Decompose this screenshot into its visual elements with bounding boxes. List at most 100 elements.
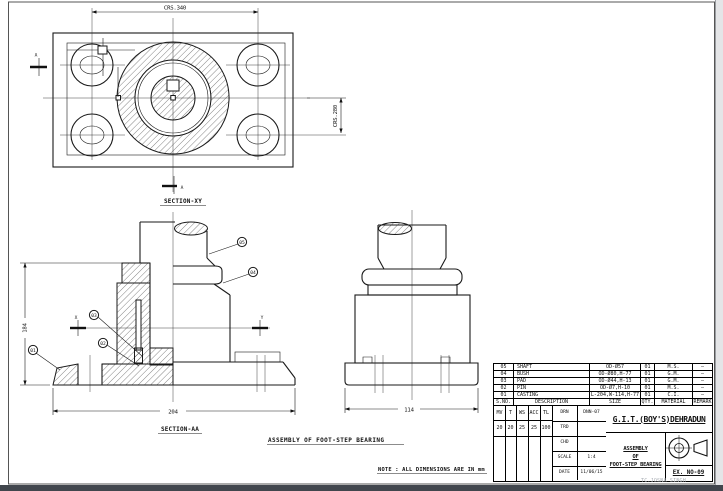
bearing-boss (115, 41, 230, 155)
title-block-right: G.I.T.(BOY'S)DEHRADUN ASSEMBLY OF FOOT-S… (606, 406, 712, 481)
sheet-frame (8, 1, 715, 485)
part-material: M.S. (655, 385, 693, 392)
scale-row: SCALE 1:4 (552, 451, 606, 467)
part-remark: — (693, 392, 712, 399)
balloon-01: 01 (27, 344, 61, 371)
part-sno: 03 (494, 378, 514, 385)
part-material: G.M. (655, 378, 693, 385)
part-remark: — (693, 378, 712, 385)
part-description: PAD (514, 378, 590, 385)
balloon-05: 05 (208, 236, 248, 255)
drawing-title-line: FOOT-STEP BEARING (609, 461, 662, 468)
part-qty: 01 (641, 378, 655, 385)
parts-header-qty: QTY. (641, 399, 655, 406)
bolt-hole (70, 43, 114, 87)
dim-204-label: 204 (168, 410, 178, 416)
institute-name: G.I.T.(BOY'S)DEHRADUN (606, 406, 712, 433)
balloon-04: 04 (222, 266, 259, 284)
dim-204: 204 (52, 388, 296, 416)
grade-col-acc: ACC 25 (528, 406, 541, 481)
part-description: CASTING (514, 392, 590, 399)
cut-arrow-left-label: A (35, 53, 38, 59)
part-description: BUSH (514, 371, 590, 378)
part-qty: 01 (641, 364, 655, 371)
grade-value: 20 (494, 421, 505, 437)
parts-header-remark: REMARK (693, 399, 712, 406)
date-label: DATE (552, 466, 578, 480)
drn-value: DNN-07 (583, 410, 600, 415)
drawing-title-line: OF (632, 453, 639, 460)
parts-header-size: SIZE (590, 399, 641, 406)
trd-row: TRD (552, 421, 606, 437)
part-remark: — (693, 364, 712, 371)
body-right (173, 295, 296, 392)
chd-value (577, 436, 606, 451)
dim-114-label: 114 (404, 408, 414, 414)
window-bottom-bar (0, 485, 723, 491)
dim-184: 184 (20, 262, 122, 386)
elev-neck (367, 284, 458, 296)
title-block-lower: MV 20 T 20 WS 25 ACC 25 TL 100 DRN DNN-0… (494, 406, 712, 481)
page-right-edge (715, 0, 723, 485)
assembly-caption: ASSEMBLY OF FOOT-STEP BEARING (268, 437, 384, 444)
part-material: C.I. (655, 392, 693, 399)
grade-header: MV (494, 406, 505, 421)
drawing-title-line: ASSEMBLY (623, 445, 648, 452)
balloon-03-label: 03 (91, 313, 97, 319)
casting-base-mid (101, 363, 174, 386)
section-aa-label: SECTION-AA (161, 426, 199, 433)
parts-header-description: DESCRIPTION (514, 399, 590, 406)
grade-value: 25 (516, 421, 528, 437)
part-sno: 02 (494, 385, 514, 392)
balloon-03: 03 (88, 309, 143, 357)
balloon-02-label: 02 (100, 341, 106, 347)
balloon-04-label: 04 (250, 270, 256, 276)
keyway (166, 79, 180, 92)
grade-col-mv: MV 20 (494, 406, 506, 481)
elev-shaft (377, 222, 447, 270)
dim-crs-top: CRS.340 (91, 6, 259, 14)
pad (149, 347, 174, 366)
oil-slot (135, 299, 142, 351)
parts-table: 05 SHAFT OD-Ø57 01 M.S. — 04 BUSH OD-Ø80… (494, 364, 712, 406)
part-size: OD-Ø80,H-77 (590, 371, 641, 378)
part-qty: 01 (641, 392, 655, 399)
dim-crs-right: CRS.280 (307, 97, 346, 134)
bush-collar (121, 262, 151, 284)
pin (134, 347, 143, 364)
cut-arrow-bottom-label: A (181, 185, 184, 191)
balloon-01-label: 01 (30, 348, 36, 354)
grade-value: 100 (540, 421, 552, 437)
part-sno: 04 (494, 371, 514, 378)
elev-shaft-cut-face (378, 222, 412, 235)
shaft-cut-face (174, 221, 208, 236)
part-sno: 01 (494, 392, 514, 399)
part-material: M.S. (655, 364, 693, 371)
grade-header: WS (516, 406, 528, 421)
parts-header-sno: S.NO. (494, 399, 514, 406)
part-material: G.M. (655, 371, 693, 378)
cutplane-x-marker: X (70, 315, 86, 336)
part-size: OD-Ø44,H-13 (590, 378, 641, 385)
grade-col-t: T 20 (505, 406, 517, 481)
part-sno: 05 (494, 364, 514, 371)
casting-base-left (52, 363, 79, 386)
grade-header: ACC (528, 406, 540, 421)
grade-header: TL (540, 406, 552, 421)
bolt-hole (70, 113, 114, 157)
plan-view-label: SECTION-XY (164, 198, 202, 205)
part-description: SHAFT (514, 364, 590, 371)
bolt-hole (236, 43, 280, 87)
cutplane-y-marker: Y (252, 315, 268, 336)
scale-value: 1:4 (587, 455, 596, 460)
scale-label: SCALE (552, 451, 578, 466)
part-description: PIN (514, 385, 590, 392)
chd-row: CHD (552, 436, 606, 452)
grade-col-tl: TL 100 (540, 406, 553, 481)
elev-body (354, 294, 471, 364)
part-size: L-204,W-114,H-77 (590, 392, 641, 399)
part-remark: — (693, 385, 712, 392)
dimensions-note: NOTE : ALL DIMENSIONS ARE IN mm (378, 467, 485, 473)
dim-crs-top-label: CRS.340 (164, 6, 186, 12)
